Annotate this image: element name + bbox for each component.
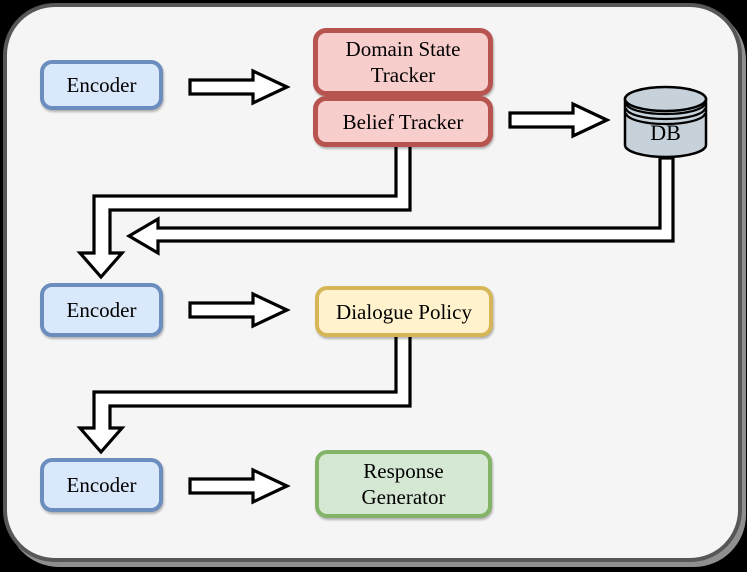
connector-dialogue-policy-to-encoder3 — [76, 332, 412, 455]
node-encoder-1-label: Encoder — [66, 73, 137, 97]
node-dialogue-policy-label: Dialogue Policy — [336, 299, 472, 324]
node-domain-state-tracker-label: Domain State Tracker — [345, 37, 461, 87]
connector-db-to-encoder2-merge — [125, 156, 675, 256]
node-domain-state-tracker: Domain State Tracker — [313, 28, 493, 96]
node-encoder-3-label: Encoder — [66, 473, 137, 497]
node-encoder-1: Encoder — [40, 60, 163, 110]
arrow-encoder3-to-response-generator — [188, 467, 291, 505]
node-belief-tracker-label: Belief Tracker — [342, 109, 464, 134]
connector-belief-tracker-to-encoder2 — [76, 142, 412, 280]
node-belief-tracker: Belief Tracker — [313, 96, 493, 147]
node-encoder-2: Encoder — [40, 283, 163, 337]
node-response-generator: Response Generator — [315, 450, 492, 518]
node-encoder-3: Encoder — [40, 458, 163, 512]
node-encoder-2-label: Encoder — [66, 298, 137, 322]
node-db-label: DB — [650, 120, 681, 145]
arrow-belief-tracker-to-db — [508, 101, 611, 139]
node-dialogue-policy: Dialogue Policy — [315, 286, 493, 337]
arrow-encoder1-to-trackers — [188, 68, 291, 106]
database-cylinder-icon — [623, 85, 708, 159]
arrow-encoder2-to-dialogue-policy — [188, 291, 291, 329]
node-response-generator-label: Response Generator — [361, 459, 446, 509]
